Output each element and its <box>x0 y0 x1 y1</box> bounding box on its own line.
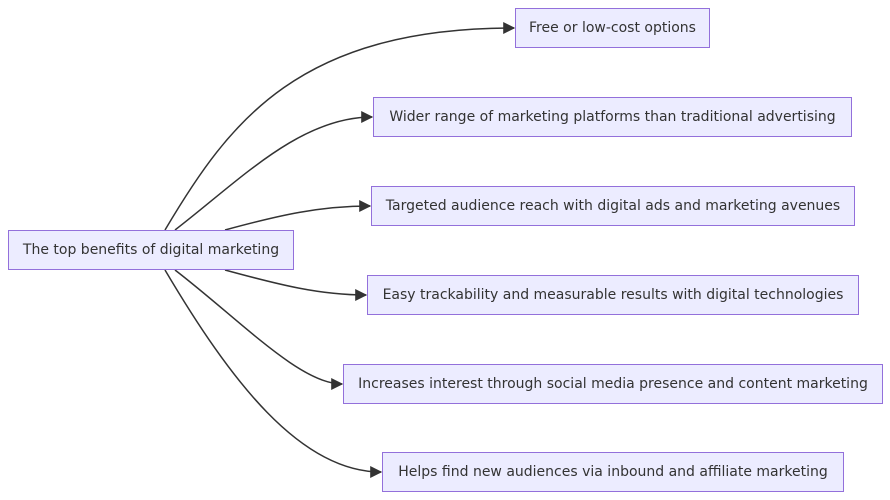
child-node-1: Free or low-cost options <box>515 8 710 48</box>
edge-root-to-c6 <box>164 269 383 478</box>
root-node: The top benefits of digital marketing <box>8 230 294 270</box>
root-node-label: The top benefits of digital marketing <box>22 242 280 258</box>
edge-root-to-c4 <box>224 269 368 301</box>
child-node-3-label: Targeted audience reach with digital ads… <box>385 198 841 214</box>
child-node-5-label: Increases interest through social media … <box>358 376 868 392</box>
child-node-4-label: Easy trackability and measurable results… <box>382 287 844 303</box>
edge-root-to-c1 <box>164 22 516 231</box>
edge-root-to-c3 <box>224 200 372 231</box>
child-node-2-label: Wider range of marketing platforms than … <box>389 109 836 125</box>
child-node-6-label: Helps find new audiences via inbound and… <box>398 464 828 480</box>
child-node-5: Increases interest through social media … <box>343 364 883 404</box>
edge-root-to-c5 <box>174 269 344 390</box>
child-node-2: Wider range of marketing platforms than … <box>373 97 852 137</box>
edge-root-to-c2 <box>174 111 374 231</box>
child-node-3: Targeted audience reach with digital ads… <box>371 186 855 226</box>
child-node-4: Easy trackability and measurable results… <box>367 275 859 315</box>
child-node-1-label: Free or low-cost options <box>529 20 696 36</box>
child-node-6: Helps find new audiences via inbound and… <box>382 452 844 492</box>
